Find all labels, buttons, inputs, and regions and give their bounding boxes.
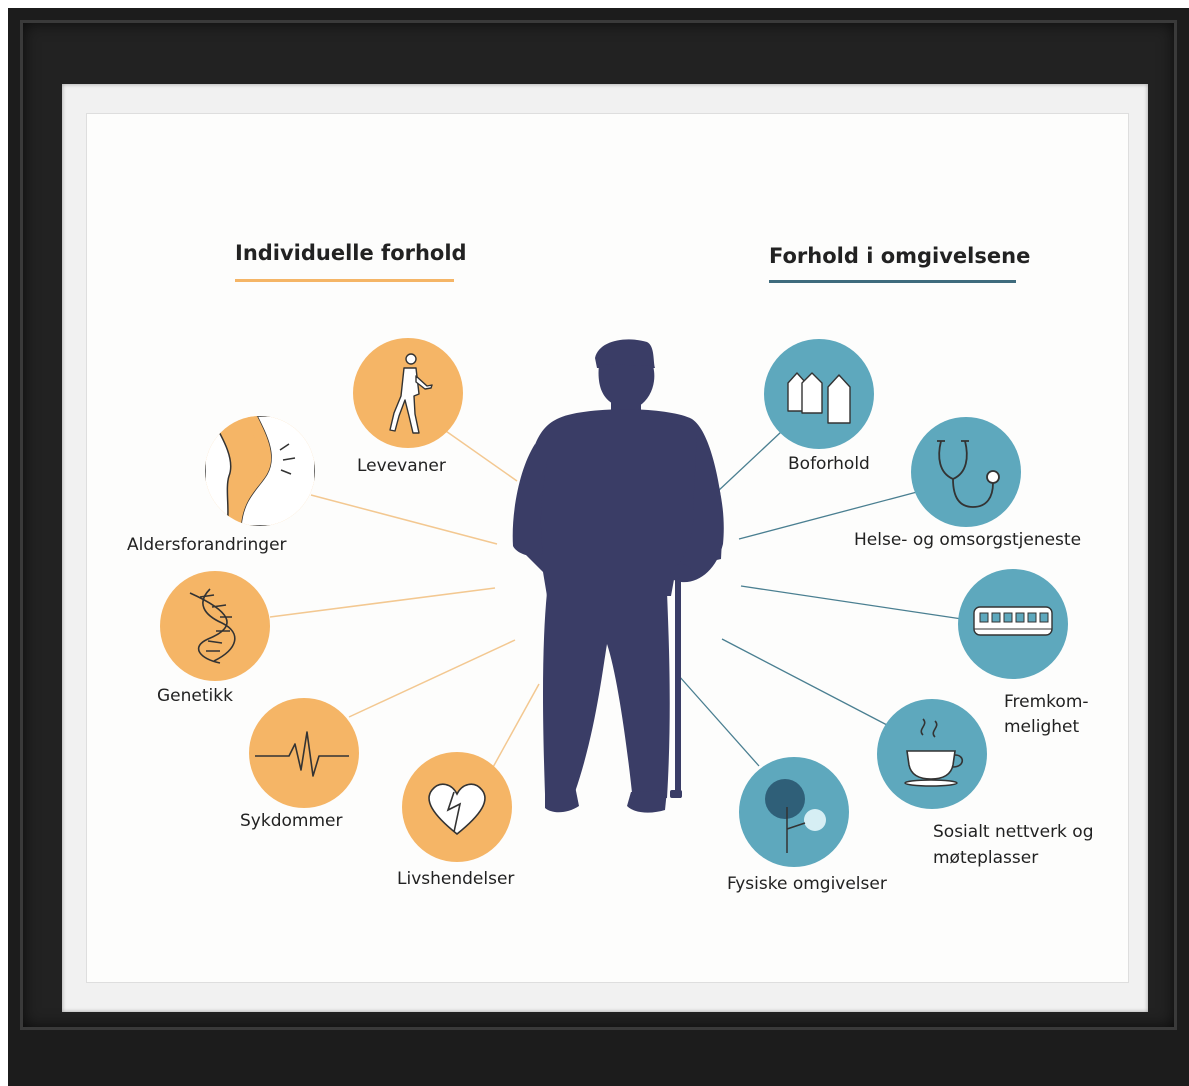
connector-genetikk [269,587,496,618]
houses-icon [787,372,851,424]
sykdommer-label: Sykdommer [240,811,343,831]
livshendelser-label: Livshendelser [397,869,515,889]
connector-fysiske [678,675,760,767]
elderly-person-silhouette-icon [512,339,724,813]
fysiske-omgivelser-node [739,757,849,867]
fysiske-label: Fysiske omgivelser [727,874,887,894]
sykdommer-node [249,698,359,808]
sosialt-label-2: møteplasser [933,848,1039,868]
genetikk-label: Genetikk [157,686,233,706]
livshendelser-node [402,752,512,862]
levevaner-label: Levevaner [357,456,446,476]
connector-levevaner [442,428,518,482]
connector-aldersforandringer [310,494,498,545]
connector-lines [269,428,963,770]
dna-helix-icon [189,588,236,664]
sosialt-label-1: Sosialt nettverk og [933,822,1094,842]
connector-fremkom [740,585,963,620]
walking-person-icon [389,353,433,434]
knee-joint-icon [205,416,315,526]
heading-individual-underline [235,279,454,282]
tree-icon [765,779,826,853]
connector-boforhold [716,431,782,493]
artwork: Individuelle forhold Forhold i omgivelse… [86,113,1129,983]
heading-environment: Forhold i omgivelsene [769,244,1031,268]
connector-sykdommer [348,639,516,718]
bus-icon [973,606,1053,636]
connector-livshendelser [491,683,540,770]
connector-sosialt [721,638,888,726]
levevaner-node [353,338,463,448]
heading-environment-underline [769,280,1016,283]
boforhold-label: Boforhold [788,454,870,474]
boforhold-node [764,339,874,449]
helse-node [911,417,1021,527]
connector-helse [738,491,918,540]
heartbeat-pulse-icon [255,731,349,777]
genetikk-node [160,571,270,681]
aldersforandringer-node [205,416,315,526]
broken-heart-icon [428,783,486,836]
sosialt-nettverk-node [877,699,987,809]
fremkom-label-1: Fremkom- [1004,692,1089,712]
aldersforandringer-label: Aldersforandringer [127,535,287,555]
fremkom-label-2: melighet [1004,717,1080,737]
helse-label: Helse- og omsorgstjeneste [854,530,1082,550]
heading-individual: Individuelle forhold [235,241,467,265]
fremkommelighet-node [958,569,1068,679]
stethoscope-icon [937,440,1000,508]
coffee-cup-icon [904,718,964,787]
